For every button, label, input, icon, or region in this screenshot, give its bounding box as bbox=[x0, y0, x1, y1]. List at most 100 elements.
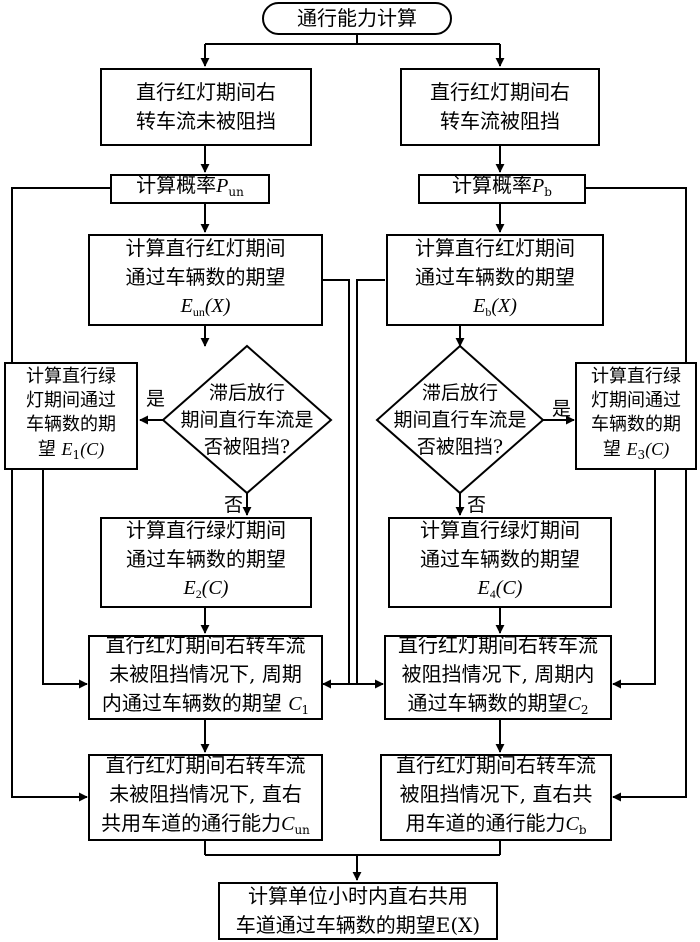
right-red-exp-sub: b bbox=[485, 304, 492, 319]
right-case-line-2: 转车流被阻挡 bbox=[440, 109, 560, 133]
right-decision-text: 滞后放行 期间直行车流是 否被阻挡? bbox=[380, 380, 540, 461]
left-decision-line-1: 滞后放行 bbox=[208, 382, 285, 404]
right-no-box: 计算直行绿灯期间 通过车辆数的期望 E4(C) bbox=[388, 517, 612, 608]
right-decision-line-1: 滞后放行 bbox=[421, 382, 498, 404]
right-red-expectation-box: 计算直行红灯期间 通过车辆数的期望 Eb(X) bbox=[386, 234, 604, 326]
left-no-line-1: 计算直行绿灯期间 bbox=[126, 518, 286, 542]
arrow-left-red-to-right-cycle bbox=[323, 279, 384, 689]
right-yes-line-2: 灯期间通过 bbox=[591, 390, 681, 411]
left-no-box: 计算直行绿灯期间 通过车辆数的期望 E2(C) bbox=[100, 517, 312, 608]
left-capacity-line-1: 直行红灯期间右转车流 bbox=[105, 752, 306, 777]
right-cycle-sub: 2 bbox=[580, 702, 589, 717]
right-yes-label: 是 bbox=[552, 398, 572, 420]
right-no-line-1: 计算直行绿灯期间 bbox=[420, 518, 580, 542]
left-red-exp-var: E bbox=[180, 294, 193, 317]
left-no-sub: 2 bbox=[195, 587, 202, 601]
left-capacity-sub: un bbox=[294, 822, 310, 837]
arrow-left-yes-to-cycle bbox=[42, 469, 88, 689]
right-red-exp-var: E bbox=[473, 294, 486, 317]
left-yes-line-3: 车辆数的期 bbox=[26, 414, 116, 435]
right-yes-arg: (C) bbox=[645, 439, 670, 459]
right-capacity-line-3: 用车道的通行能力 bbox=[405, 810, 566, 835]
right-no-var: E bbox=[477, 577, 490, 599]
right-cycle-box: 直行红灯期间右转车流 被阻挡情况下, 周期内 通过车辆数的期望C2 bbox=[384, 633, 612, 720]
left-yes-line-1: 计算直行绿 bbox=[26, 366, 116, 387]
left-prob-text: 计算概率 bbox=[136, 173, 217, 197]
right-no-label: 否 bbox=[467, 494, 487, 516]
left-capacity-box: 直行红灯期间右转车流 未被阻挡情况下, 直右 共用车道的通行能力Cun bbox=[88, 752, 323, 841]
arrow-right-yes-to-cycle bbox=[612, 469, 656, 689]
left-prob-var: P bbox=[216, 175, 229, 197]
right-no-arg: (C) bbox=[495, 577, 523, 599]
right-yes-box: 计算直行绿 灯期间通过 车辆数的期 望 E3(C) bbox=[575, 362, 697, 470]
right-cycle-line-3: 通过车辆数的期望 bbox=[407, 690, 568, 715]
left-no-arg: (C) bbox=[201, 577, 229, 599]
left-yes-label: 是 bbox=[146, 388, 166, 410]
right-yes-line-4: 望 bbox=[602, 439, 627, 460]
right-yes-sub: 3 bbox=[637, 448, 646, 462]
right-no-line-2: 通过车辆数的期望 bbox=[420, 547, 580, 571]
left-cycle-var: C bbox=[288, 692, 302, 715]
right-no-sub: 4 bbox=[489, 587, 496, 601]
right-cycle-var: C bbox=[567, 692, 581, 715]
right-cycle-line-1: 直行红灯期间右转车流 bbox=[398, 632, 598, 657]
left-capacity-line-2: 未被阻挡情况下, 直右 bbox=[109, 781, 302, 806]
left-cycle-sub: 1 bbox=[301, 702, 310, 717]
right-prob-sub: b bbox=[544, 185, 552, 199]
left-prob-box: 计算概率Pun bbox=[110, 173, 270, 204]
final-line-1: 计算单位小时内直右共用 bbox=[248, 884, 468, 908]
left-yes-arg: (C) bbox=[80, 439, 105, 459]
left-capacity-var: C bbox=[281, 812, 295, 835]
left-yes-line-4: 望 bbox=[37, 439, 62, 460]
right-yes-line-1: 计算直行绿 bbox=[591, 366, 681, 387]
arrow-left-prob-to-capacity bbox=[11, 187, 110, 802]
right-case-box: 直行红灯期间右 转车流被阻挡 bbox=[400, 68, 600, 146]
left-decision-diamond bbox=[161, 344, 333, 495]
right-yes-var: E bbox=[626, 439, 638, 459]
right-red-exp-line-2: 通过车辆数的期望 bbox=[415, 264, 575, 289]
right-capacity-sub: b bbox=[578, 822, 587, 837]
start-label: 通行能力计算 bbox=[297, 6, 417, 30]
arrow-right-prob-to-capacity bbox=[585, 187, 687, 802]
left-decision-line-2: 期间直行车流是 bbox=[180, 409, 314, 431]
left-no-var: E bbox=[183, 577, 196, 599]
final-box: 计算单位小时内直右共用 车道通过车辆数的期望E(X) bbox=[218, 882, 498, 940]
left-no-label: 否 bbox=[224, 494, 244, 516]
right-cycle-line-2: 被阻挡情况下, 周期内 bbox=[401, 661, 595, 686]
right-decision-line-3: 否被阻挡? bbox=[416, 436, 504, 458]
left-no-line-2: 通过车辆数的期望 bbox=[126, 547, 286, 571]
right-capacity-line-1: 直行红灯期间右转车流 bbox=[396, 752, 596, 777]
left-prob-sub: un bbox=[228, 185, 244, 199]
left-case-box: 直行红灯期间右 转车流未被阻挡 bbox=[100, 68, 312, 146]
right-prob-var: P bbox=[532, 175, 545, 197]
left-cycle-line-2: 未被阻挡情况下, 周期 bbox=[109, 661, 302, 686]
right-prob-text: 计算概率 bbox=[452, 173, 533, 197]
left-yes-box: 计算直行绿 灯期间通过 车辆数的期 望 E1(C) bbox=[4, 362, 138, 470]
left-red-exp-line-1: 计算直行红灯期间 bbox=[125, 235, 286, 260]
right-red-exp-line-1: 计算直行红灯期间 bbox=[415, 235, 575, 260]
left-decision-text: 滞后放行 期间直行车流是 否被阻挡? bbox=[167, 380, 327, 461]
left-yes-var: E bbox=[61, 439, 73, 459]
left-case-line-2: 转车流未被阻挡 bbox=[136, 109, 276, 133]
left-yes-sub: 1 bbox=[72, 448, 81, 462]
left-cycle-line-3: 内通过车辆数的期望 bbox=[101, 690, 289, 715]
right-decision-line-2: 期间直行车流是 bbox=[393, 409, 527, 431]
right-prob-box: 计算概率Pb bbox=[418, 173, 586, 204]
right-capacity-var: C bbox=[565, 812, 579, 835]
left-red-exp-sub: un bbox=[192, 304, 205, 319]
right-capacity-line-2: 被阻挡情况下, 直右共 bbox=[399, 781, 593, 806]
left-case-line-1: 直行红灯期间右 bbox=[136, 80, 276, 104]
right-case-line-1: 直行红灯期间右 bbox=[430, 80, 570, 104]
left-red-exp-line-2: 通过车辆数的期望 bbox=[125, 264, 286, 289]
left-red-exp-arg: (X) bbox=[204, 294, 231, 317]
left-red-expectation-box: 计算直行红灯期间 通过车辆数的期望 Eun(X) bbox=[88, 234, 323, 326]
left-decision-line-3: 否被阻挡? bbox=[203, 436, 291, 458]
left-cycle-box: 直行红灯期间右转车流 未被阻挡情况下, 周期 内通过车辆数的期望 C1 bbox=[88, 633, 323, 720]
left-yes-line-2: 灯期间通过 bbox=[26, 390, 116, 411]
right-capacity-box: 直行红灯期间右转车流 被阻挡情况下, 直右共 用车道的通行能力Cb bbox=[380, 752, 612, 841]
right-red-exp-arg: (X) bbox=[491, 294, 517, 317]
left-capacity-line-3: 共用车道的通行能力 bbox=[101, 810, 282, 835]
arrow-right-red-to-left-cycle bbox=[322, 279, 385, 689]
